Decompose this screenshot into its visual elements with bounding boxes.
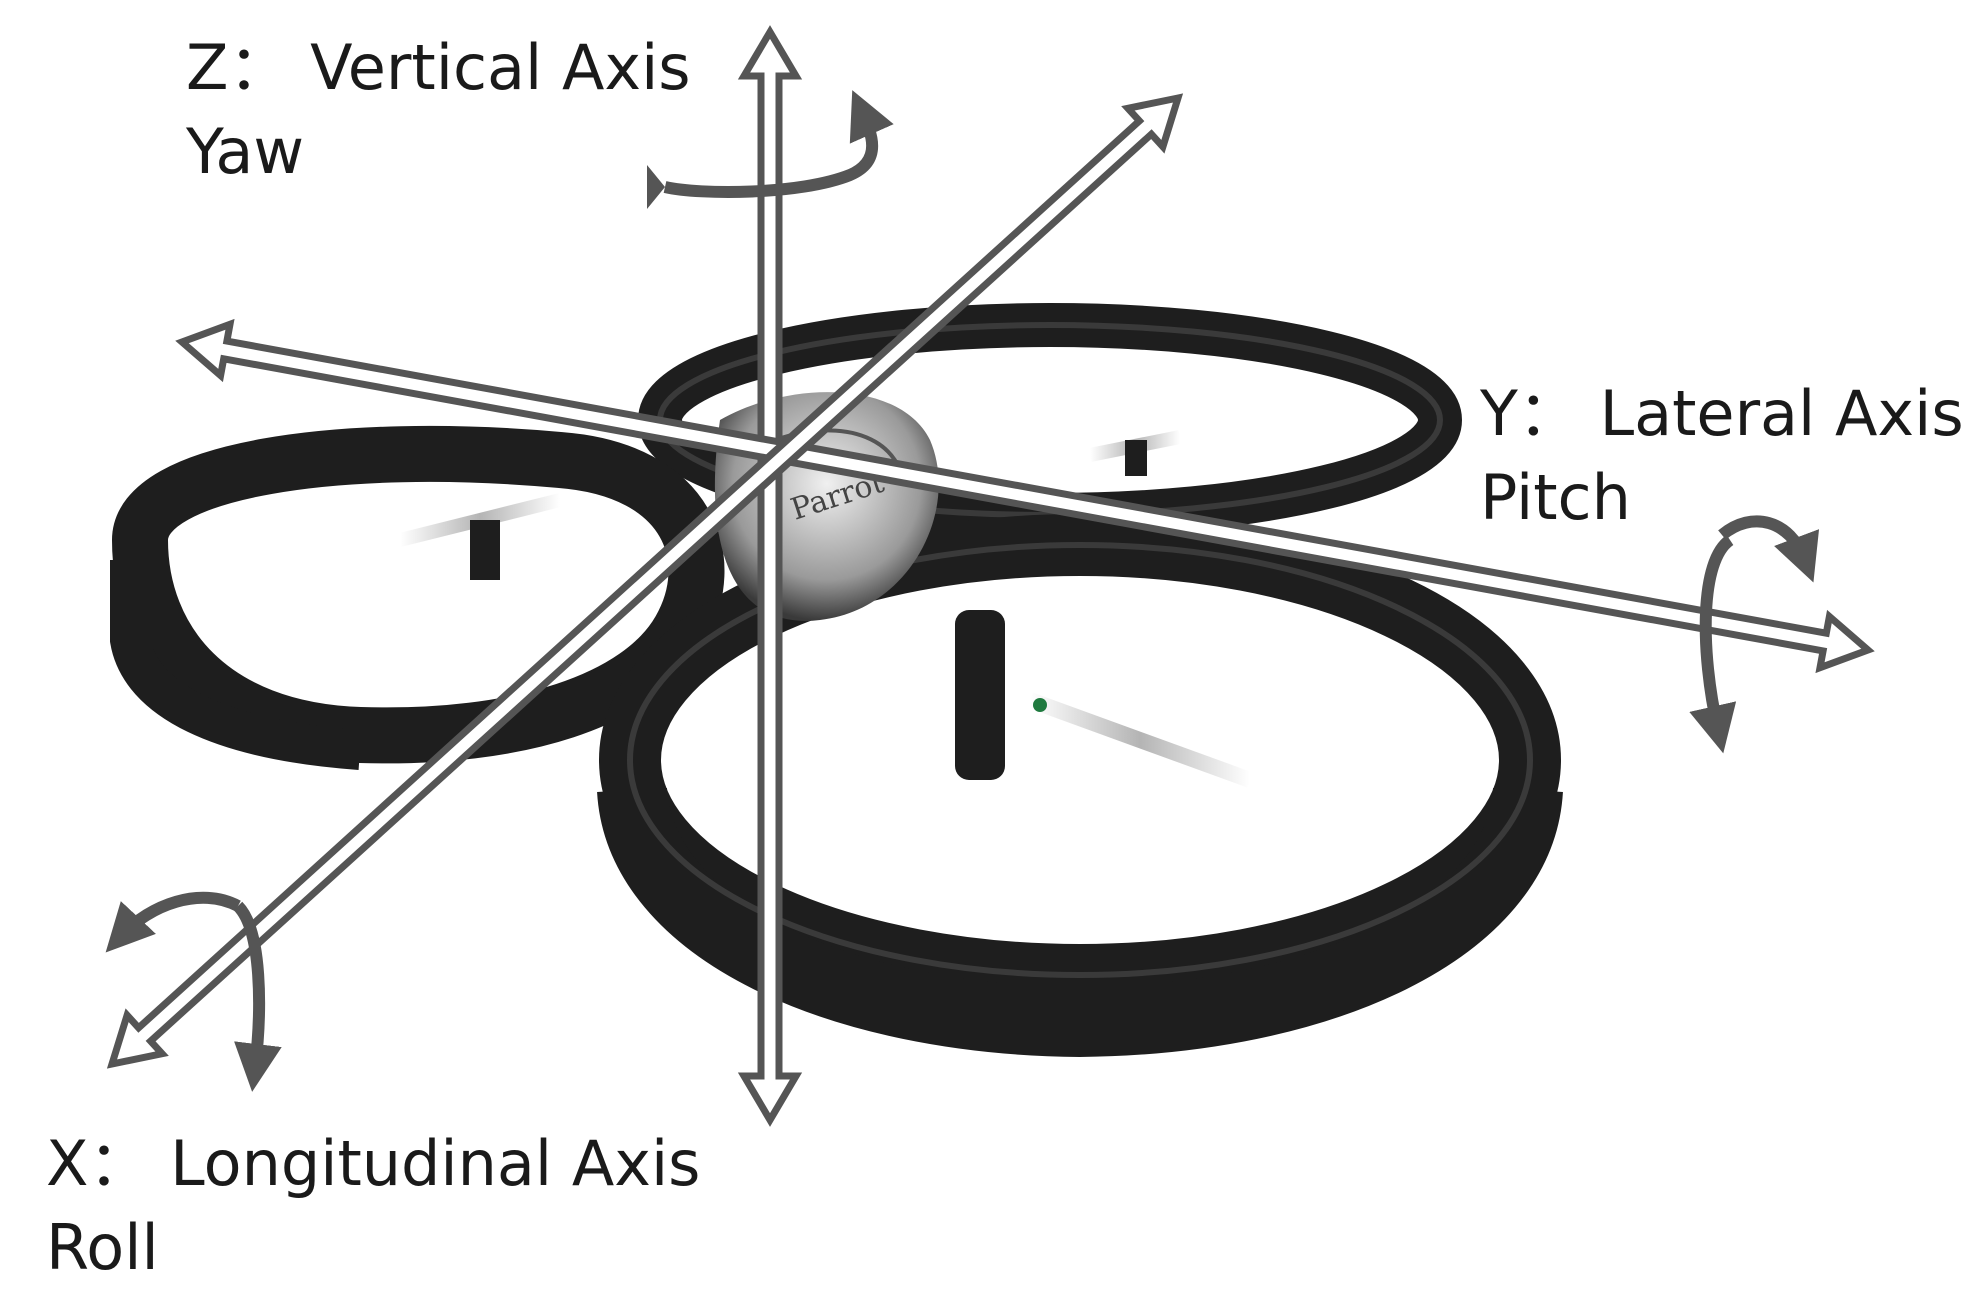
z-rotation-name: Yaw bbox=[186, 115, 305, 189]
x-axis-name: X： Longitudinal Axis bbox=[46, 1127, 701, 1200]
x-rotation-name: Roll bbox=[46, 1211, 159, 1285]
axis-x-arrow-shape bbox=[106, 93, 1184, 1069]
y-rotation-name: Pitch bbox=[1480, 461, 1631, 535]
yaw-rotation-icon bbox=[647, 90, 894, 209]
axis-z-arrow-shape bbox=[737, 25, 803, 1127]
axis-y-arrow-shape bbox=[175, 318, 1875, 674]
axis-z-arrow bbox=[737, 25, 803, 1127]
roll-rotation-icon bbox=[105, 891, 282, 1092]
y-axis-name: Y： Lateral Axis bbox=[1480, 377, 1964, 450]
x-axis-label: X： Longitudinal Axis Roll bbox=[46, 1122, 700, 1291]
rotor-guard-front-right bbox=[597, 514, 1563, 1058]
axis-x-arrow bbox=[106, 93, 1184, 1069]
z-axis-name: Z： Vertical Axis bbox=[186, 31, 691, 104]
pitch-rotation-icon bbox=[1689, 515, 1820, 754]
quadcopter: Parrot bbox=[110, 303, 1563, 1058]
z-axis-label: Z： Vertical Axis Yaw bbox=[186, 26, 691, 195]
y-axis-label: Y： Lateral Axis Pitch bbox=[1480, 372, 1964, 541]
axis-y-arrow bbox=[175, 318, 1875, 674]
